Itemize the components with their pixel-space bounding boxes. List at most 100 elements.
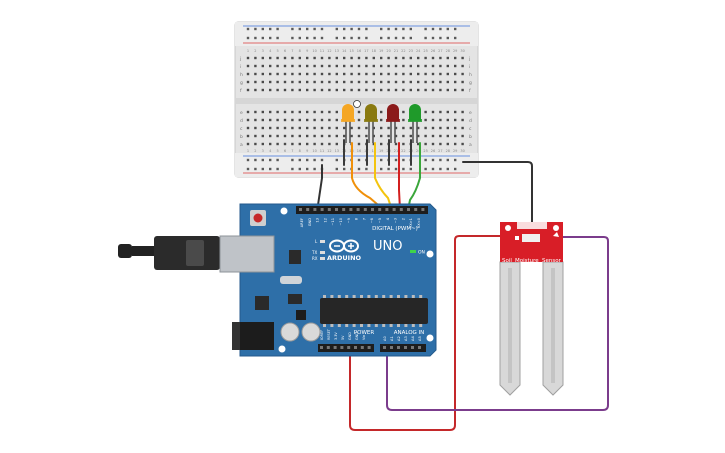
breadboard-hole	[357, 126, 361, 130]
breadboard-hole	[417, 126, 420, 130]
led-group	[341, 100, 422, 143]
breadboard-hole	[372, 80, 375, 84]
led-rim	[364, 119, 378, 122]
wire-analog-a0[interactable]	[386, 227, 609, 411]
tx-led	[320, 251, 325, 254]
breadboard-hole	[298, 110, 301, 114]
breadboard-hole	[254, 64, 257, 68]
breadboard-hole	[261, 72, 264, 76]
breadboard-hole	[283, 80, 287, 84]
breadboard-hole	[446, 126, 449, 130]
breadboard-hole	[261, 80, 264, 84]
column-number: 15	[349, 49, 353, 53]
breadboard-hole	[313, 72, 316, 76]
column-number: 4	[269, 149, 272, 153]
rail-hole	[387, 27, 390, 31]
chip-pin	[323, 324, 326, 327]
header-hole	[335, 208, 338, 211]
rail-hole	[313, 158, 316, 162]
breadboard-hole	[439, 126, 442, 130]
rail-hole	[254, 27, 257, 31]
rail-hole	[320, 27, 324, 31]
breadboard-hole	[431, 142, 435, 146]
breadboard-hole	[454, 142, 457, 146]
header-hole	[399, 208, 403, 211]
header-hole	[411, 346, 414, 349]
digital-pin-label: 12	[323, 218, 327, 223]
header-hole	[327, 208, 331, 211]
column-number: 13	[335, 149, 339, 153]
row-letter: d	[240, 118, 243, 124]
rail-hole	[454, 36, 457, 40]
digital-pin-label: 8	[355, 217, 359, 220]
breadboard-hole	[298, 56, 301, 60]
breadboard-hole	[461, 56, 464, 60]
breadboard-hole	[320, 126, 324, 130]
rail-hole	[380, 158, 383, 162]
header-hole	[340, 346, 344, 349]
breadboard-hole	[343, 64, 346, 68]
row-letter: d	[469, 118, 472, 124]
header-hole	[397, 346, 400, 349]
reset-button-cap[interactable]	[253, 213, 263, 223]
header-hole	[326, 346, 330, 349]
breadboard-hole	[246, 88, 250, 92]
mount-hole	[426, 250, 434, 258]
column-number: 17	[364, 49, 368, 53]
breadboard-hole	[335, 134, 338, 138]
column-number: 9	[306, 49, 308, 53]
arduino-logo	[329, 239, 359, 253]
header-hole	[407, 208, 410, 211]
breadboard-hole	[402, 72, 405, 76]
rail-hole	[431, 36, 435, 40]
breadboard-hole	[328, 118, 331, 122]
wire-yellow[interactable]	[374, 142, 393, 211]
rail-hole	[261, 36, 264, 40]
rail-hole	[402, 158, 405, 162]
rail-hole	[394, 36, 398, 40]
rail-hole	[380, 167, 383, 171]
wire-sensor-gnd[interactable]	[462, 161, 533, 229]
rail-hole	[365, 167, 368, 171]
led-red	[386, 104, 400, 143]
wire-gnd[interactable]	[317, 164, 323, 206]
breadboard-hole	[461, 64, 464, 68]
wire-red[interactable]	[398, 142, 401, 211]
rail-hole	[454, 158, 457, 162]
atmega-chip	[320, 298, 428, 324]
rail-hole	[357, 167, 361, 171]
wire-orange[interactable]	[351, 142, 385, 211]
breadboard-hole	[269, 110, 272, 114]
column-number: 8	[299, 149, 301, 153]
model-label: UNO	[373, 239, 402, 254]
breadboard-hole	[283, 64, 287, 68]
breadboard-hole	[276, 80, 279, 84]
breadboard-hole	[254, 72, 257, 76]
led-body	[342, 104, 354, 121]
rail-hole	[261, 167, 264, 171]
column-number: 25	[423, 49, 427, 53]
breadboard-hole	[461, 142, 464, 146]
column-number: 22	[401, 149, 405, 153]
wire-power-5v[interactable]	[349, 227, 521, 431]
rail-hole	[246, 167, 250, 171]
breadboard-hole	[431, 110, 435, 114]
breadboard-hole	[446, 118, 449, 122]
power-pin-label: RESET	[327, 328, 331, 340]
rail-hole	[320, 158, 324, 162]
chip-pin	[330, 295, 334, 298]
breadboard-hole	[343, 80, 346, 84]
breadboard-hole	[402, 64, 405, 68]
breadboard-hole	[431, 88, 435, 92]
l-led	[320, 240, 325, 243]
chip-pin	[404, 324, 408, 327]
breadboard-hole	[350, 64, 353, 68]
atmega-pins	[323, 295, 423, 327]
breadboard-hole	[246, 56, 250, 60]
header-hole	[320, 208, 324, 211]
wire-green[interactable]	[407, 142, 421, 211]
rail-hole	[350, 36, 353, 40]
chip-pin	[397, 295, 400, 298]
rail-hole	[357, 158, 361, 162]
